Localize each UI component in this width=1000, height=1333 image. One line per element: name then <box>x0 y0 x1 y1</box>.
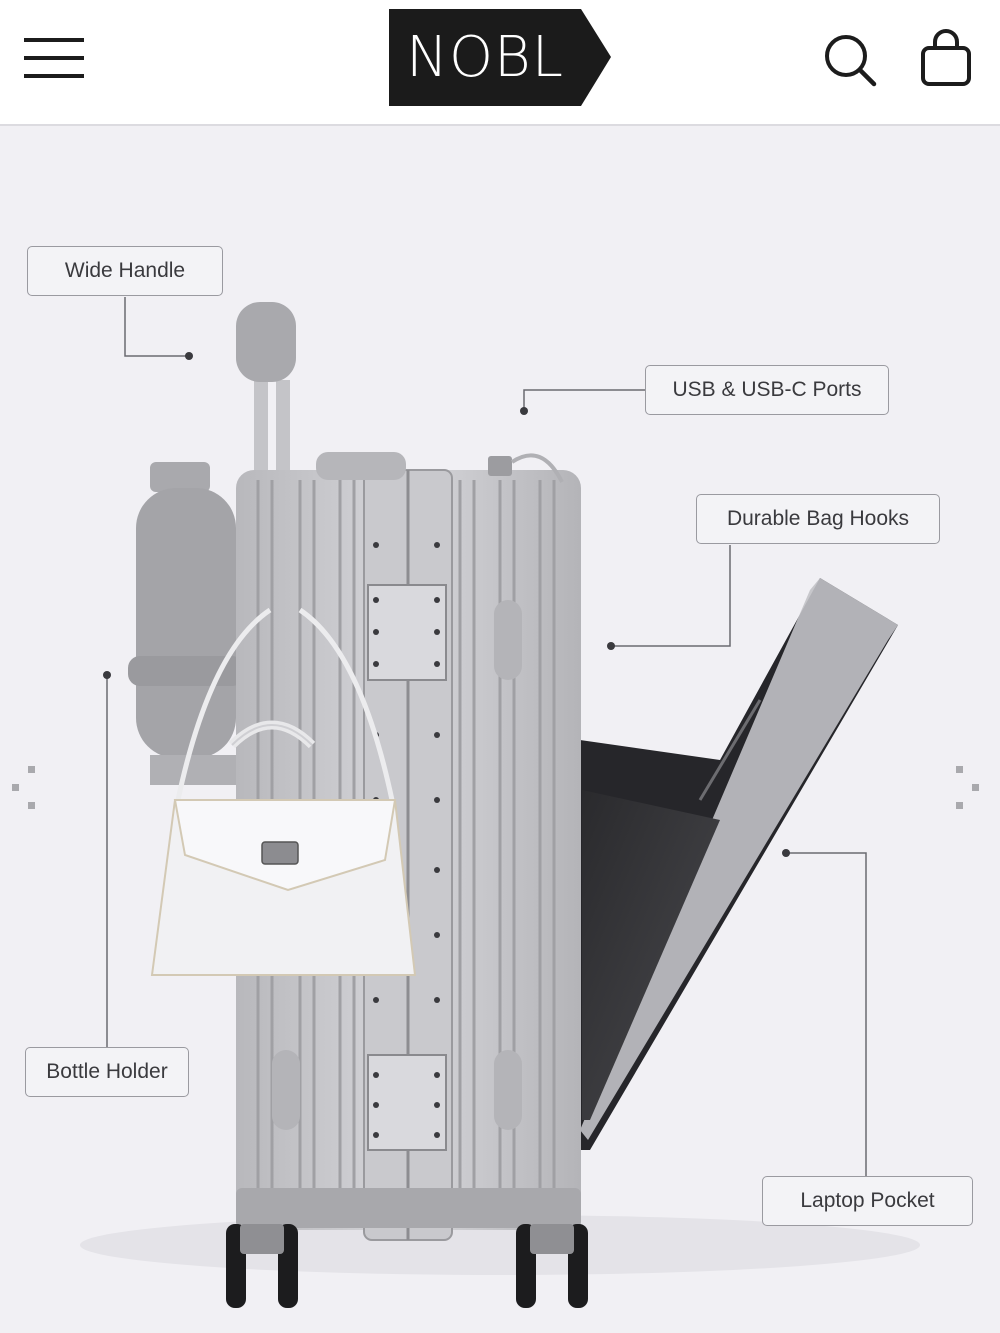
label-usb-ports-text: USB & USB-C Ports <box>672 378 862 401</box>
brand-name: NOBL <box>406 25 564 90</box>
label-usb-ports: USB & USB-C Ports <box>645 365 889 415</box>
carousel-next-button[interactable] <box>952 764 982 814</box>
site-header: NOBL <box>0 0 1000 126</box>
luggage-illustration <box>80 297 920 1308</box>
label-bottle-holder: Bottle Holder <box>25 1047 189 1097</box>
search-icon <box>825 35 877 87</box>
search-button[interactable] <box>822 32 878 88</box>
label-bottle-holder-text: Bottle Holder <box>46 1060 168 1083</box>
label-laptop-pocket: Laptop Pocket <box>762 1176 973 1226</box>
cart-button[interactable] <box>918 28 974 88</box>
product-hero: Wide Handle USB & USB-C Ports Durable Ba… <box>0 126 1000 1333</box>
shopping-bag-icon <box>921 29 971 86</box>
hamburger-menu-icon <box>24 38 84 78</box>
brand-logo[interactable]: NOBL <box>389 9 611 106</box>
label-bag-hooks: Durable Bag Hooks <box>696 494 940 544</box>
menu-button[interactable] <box>22 36 86 80</box>
label-bag-hooks-text: Durable Bag Hooks <box>726 507 910 530</box>
label-wide-handle: Wide Handle <box>27 246 223 296</box>
label-wide-handle-text: Wide Handle <box>64 259 186 282</box>
label-laptop-pocket-text: Laptop Pocket <box>800 1189 935 1212</box>
carousel-prev-button[interactable] <box>8 764 38 814</box>
